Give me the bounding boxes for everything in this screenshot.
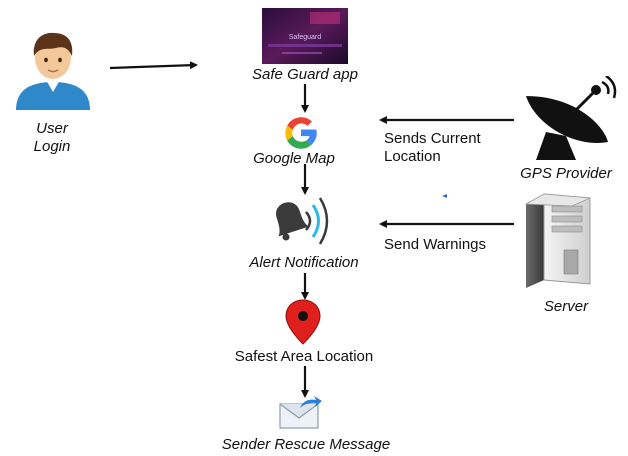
bell-alert-icon <box>276 197 329 245</box>
app-screenshot: Safeguard <box>262 8 348 64</box>
safest-area-label: Safest Area Location <box>234 348 374 365</box>
arrow-user-to-app <box>109 61 198 70</box>
user-avatar-icon <box>16 32 90 110</box>
envelope-icon <box>279 396 322 429</box>
google-map-label: Google Map <box>253 150 335 167</box>
user-label-line1: User <box>36 120 68 137</box>
app-label: Safe Guard app <box>252 66 358 83</box>
satellite-dish-icon <box>526 76 617 160</box>
gps-edge-label: Sends Current Location <box>384 130 481 166</box>
app-screen-text: Safeguard <box>289 34 321 41</box>
server-label: Server <box>543 298 589 315</box>
server-edge-label: Send Warnings <box>384 236 486 253</box>
server-tower-icon <box>524 193 591 288</box>
rescue-label: Sender Rescue Message <box>221 436 391 453</box>
google-logo-icon <box>285 117 317 149</box>
stray-mark <box>442 194 447 198</box>
gps-label: GPS Provider <box>520 165 612 182</box>
user-label-line2: Login <box>33 138 71 155</box>
user-label: User Login <box>34 120 71 156</box>
gps-edge-label-line1: Sends Current <box>384 130 481 147</box>
map-pin-icon <box>285 299 321 345</box>
gps-edge-label-line2: Location <box>384 148 441 165</box>
alert-label: Alert Notification <box>249 254 359 271</box>
